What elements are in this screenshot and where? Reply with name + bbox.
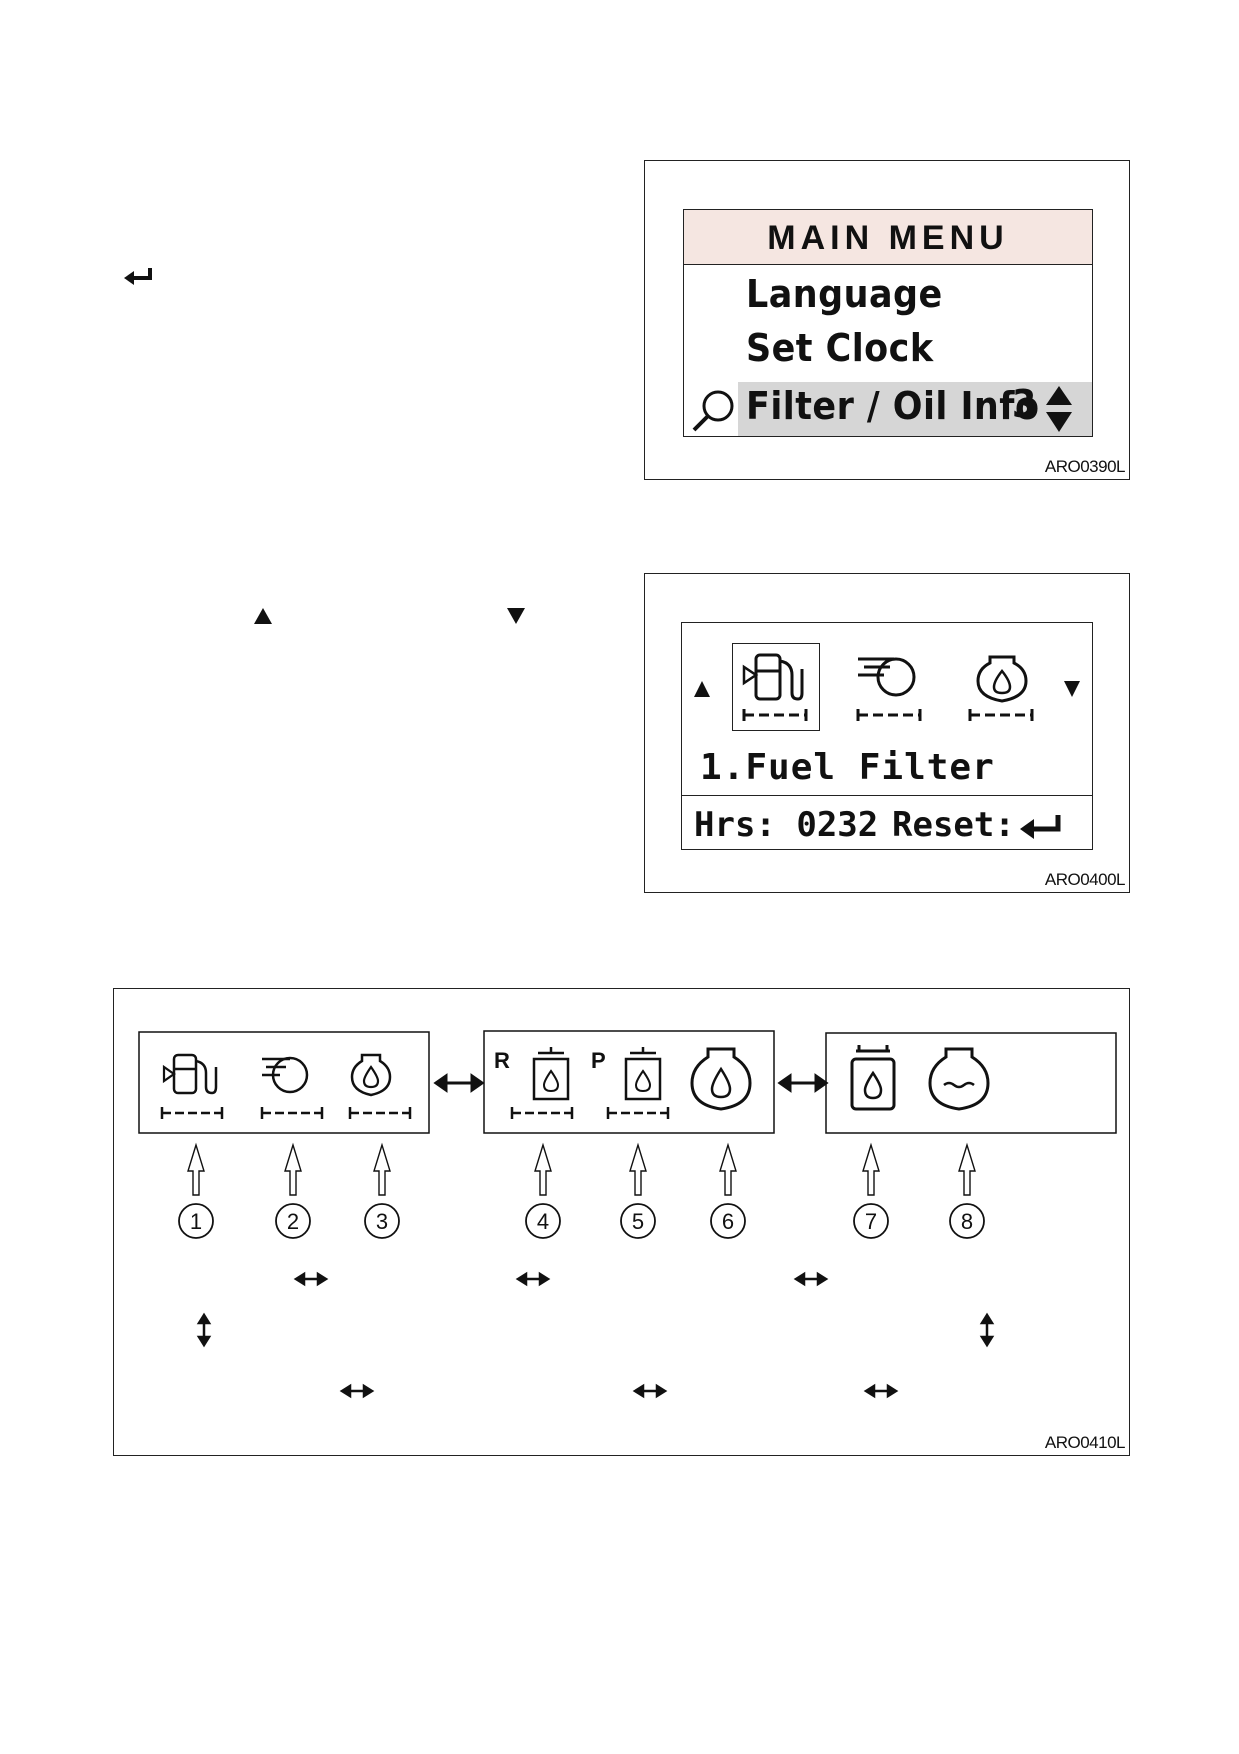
return-filter-icon: [510, 1047, 574, 1119]
callout-arrow: [373, 1142, 391, 1196]
up-arrow-icon[interactable]: [692, 679, 712, 699]
menu-selected-number: 3: [1012, 382, 1037, 426]
panel-letter-p: P: [591, 1048, 606, 1073]
callout-arrow: [284, 1142, 302, 1196]
engine-oil-filter-icon: [348, 1053, 412, 1119]
double-arrow-icon: [433, 1073, 485, 1093]
main-menu-title: MAIN MENU: [684, 210, 1092, 265]
enter-icon: [124, 268, 152, 285]
figure-code: ARO0390L: [1044, 457, 1126, 476]
double-arrow-icon: [339, 1383, 375, 1399]
callout-number: 4: [537, 1209, 549, 1234]
fuel-filter-tile-selected[interactable]: [732, 643, 820, 731]
magnifier-icon: [692, 390, 734, 432]
menu-item-set-clock[interactable]: Set Clock: [746, 326, 934, 370]
engine-coolant-icon: [928, 1047, 990, 1111]
air-filter-icon: [260, 1056, 324, 1119]
double-arrow-icon: [632, 1383, 668, 1399]
panel-1: [138, 1031, 430, 1134]
callout-number: 2: [287, 1209, 299, 1234]
menu-item-language[interactable]: Language: [746, 272, 943, 316]
callout-arrow: [862, 1142, 880, 1196]
status-divider: [682, 795, 1092, 796]
panel-letter-r: R: [494, 1048, 510, 1073]
engine-oil-filter-icon[interactable]: [966, 649, 1038, 725]
filter-sequence-diagram: R P: [138, 1030, 1117, 1399]
figure-code: ARO0400L: [1044, 870, 1126, 889]
vertical-double-arrow-icon: [979, 1312, 995, 1348]
figure-code: ARO0410L: [1044, 1433, 1126, 1452]
callout-circle: [178, 1203, 214, 1239]
callout-number: 5: [632, 1209, 644, 1234]
menu-item-filter-oil-info[interactable]: Filter / Oil Info: [746, 384, 1040, 428]
panel-3: [825, 1032, 1117, 1134]
down-arrow-icon[interactable]: [1062, 679, 1082, 699]
callout-number: 3: [376, 1209, 388, 1234]
fuel-filter-icon: [160, 1053, 224, 1119]
callout-arrow: [187, 1142, 205, 1196]
callout-circle: [275, 1203, 311, 1239]
callout-circle: [364, 1203, 400, 1239]
pilot-filter-icon: [606, 1047, 670, 1119]
double-arrow-icon: [515, 1271, 551, 1287]
callout-number: 1: [190, 1209, 202, 1234]
vertical-double-arrow-icon: [196, 1312, 212, 1348]
menu-selection-highlight: [738, 382, 1092, 436]
double-arrow-icon: [863, 1383, 899, 1399]
hydraulic-oil-icon: [850, 1045, 896, 1111]
down-triangle-icon: [507, 608, 525, 624]
callout-circle: [710, 1203, 746, 1239]
double-arrow-icon: [293, 1271, 329, 1287]
callout-number: 6: [722, 1209, 734, 1234]
callout-arrow: [629, 1142, 647, 1196]
callout-arrow: [534, 1142, 552, 1196]
figure-filter-screen: 1.Fuel Filter Hrs: 0232 Reset: ARO0400L: [644, 573, 1130, 893]
callout-circle: [949, 1203, 985, 1239]
up-down-arrow-icon[interactable]: [1044, 384, 1074, 434]
hours-readout: Hrs: 0232: [694, 805, 879, 845]
figure-filter-sequence: R P: [113, 988, 1130, 1456]
reset-label: Reset:: [892, 805, 1015, 845]
filter-item-label: 1.Fuel Filter: [700, 747, 995, 788]
fuel-filter-icon: [742, 653, 808, 721]
enter-icon[interactable]: [1018, 813, 1064, 843]
callout-arrow: [719, 1142, 737, 1196]
filter-screen: 1.Fuel Filter Hrs: 0232 Reset:: [681, 622, 1093, 850]
callout-circle: [620, 1203, 656, 1239]
callout-arrow: [958, 1142, 976, 1196]
panel-2: [483, 1030, 775, 1134]
double-arrow-icon: [793, 1271, 829, 1287]
callout-number: 8: [961, 1209, 973, 1234]
callout-circle: [525, 1203, 561, 1239]
main-menu-screen: MAIN MENU Language Set Clock Filter / Oi…: [683, 209, 1093, 437]
double-arrow-icon: [777, 1073, 829, 1093]
callout-circle: [853, 1203, 889, 1239]
up-triangle-icon: [254, 608, 272, 624]
engine-oil-icon: [690, 1047, 752, 1111]
callout-number: 7: [865, 1209, 877, 1234]
air-filter-icon[interactable]: [854, 649, 926, 725]
figure-main-menu: MAIN MENU Language Set Clock Filter / Oi…: [644, 160, 1130, 480]
